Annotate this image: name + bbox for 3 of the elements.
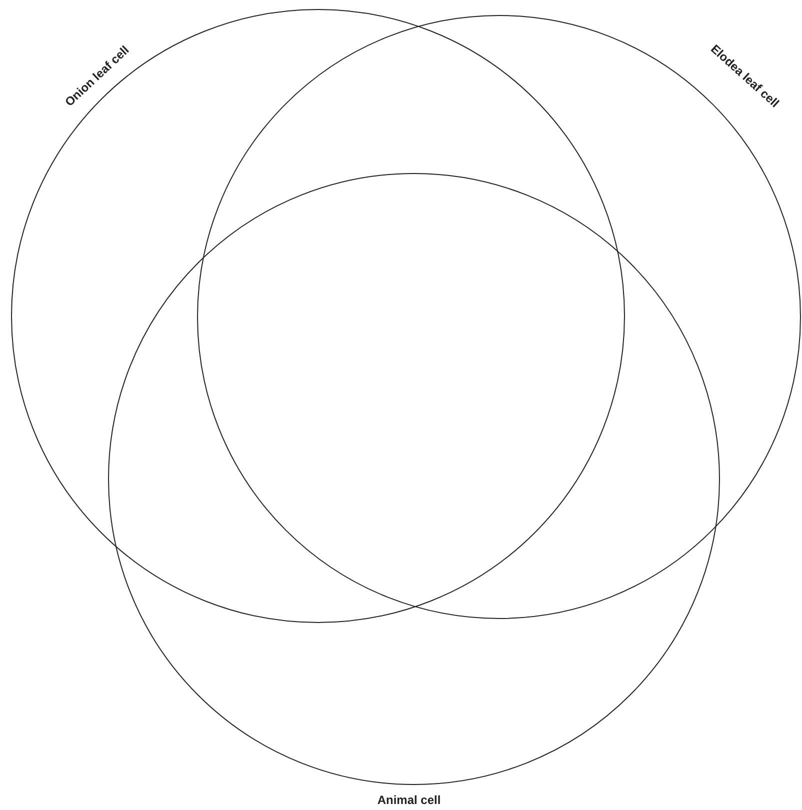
set-label: Animal cell (377, 793, 441, 807)
venn-circle (11, 9, 625, 623)
venn-circle (197, 15, 801, 619)
